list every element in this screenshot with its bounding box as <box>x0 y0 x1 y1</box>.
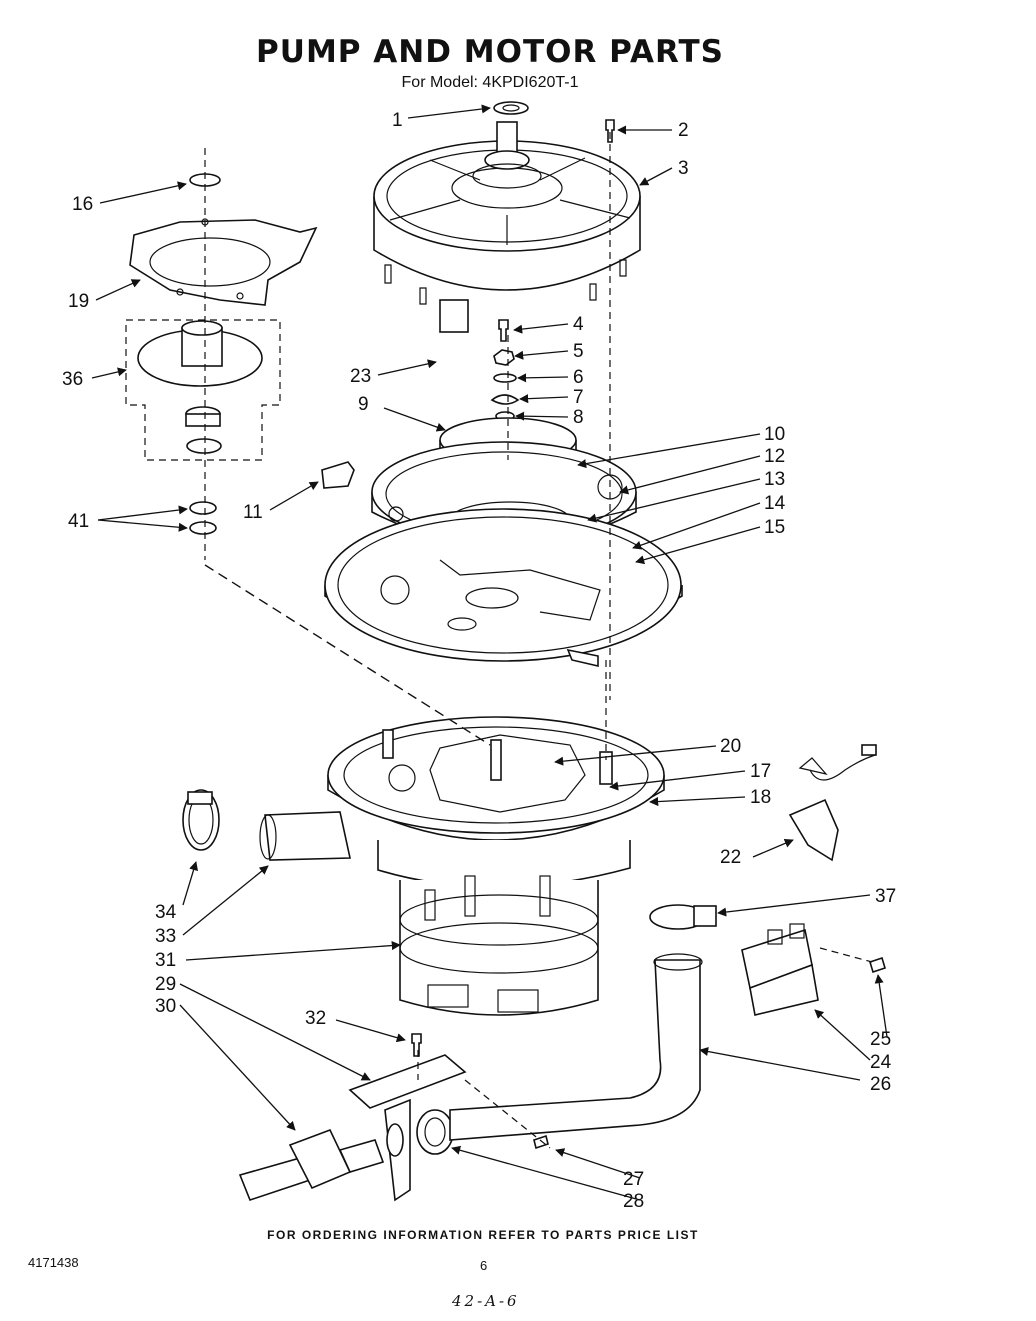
callout-25: 25 <box>870 1029 891 1050</box>
callout-19: 19 <box>68 291 89 312</box>
callout-31: 31 <box>155 950 176 971</box>
callout-15: 15 <box>764 517 785 538</box>
part-28-valve <box>386 1109 454 1157</box>
part-27-screw <box>533 1134 549 1150</box>
part-3-motor-housing <box>373 121 641 333</box>
part-5-nut <box>493 349 515 366</box>
callout-9: 9 <box>358 394 369 415</box>
part-26-drain-hose <box>449 959 701 1141</box>
callout-33: 33 <box>155 926 176 947</box>
part-32-screw <box>411 1033 422 1057</box>
document-number: 4171438 <box>28 1255 79 1270</box>
callout-1: 1 <box>392 110 403 131</box>
model-subtitle: For Model: 4KPDI620T-1 <box>401 74 579 91</box>
callout-41: 41 <box>68 511 89 532</box>
part-11-diverter <box>321 461 355 489</box>
part-6-washer <box>493 373 517 383</box>
part-19-gasket <box>129 218 318 306</box>
callout-30: 30 <box>155 996 176 1017</box>
callout-28: 28 <box>623 1191 644 1212</box>
part-7-retainer <box>490 394 520 405</box>
callout-37: 37 <box>875 886 896 907</box>
callout-14: 14 <box>764 493 786 514</box>
callout-29: 29 <box>155 974 176 995</box>
callout-34: 34 <box>155 902 177 923</box>
callout-23: 23 <box>350 366 371 387</box>
callout-8: 8 <box>573 407 584 428</box>
part-33-inlet-tube <box>264 811 351 861</box>
part-31-motor <box>377 840 631 1016</box>
callout-16: 16 <box>72 194 93 215</box>
part-14-lower-plate <box>324 508 683 668</box>
callout-12: 12 <box>764 446 785 467</box>
callout-26: 26 <box>870 1074 891 1095</box>
part-18-pump-base <box>327 716 665 841</box>
callout-36: 36 <box>62 369 83 390</box>
callout-18: 18 <box>750 787 771 808</box>
part-1-seal <box>493 101 529 115</box>
callout-6: 6 <box>573 367 584 388</box>
callout-20: 20 <box>720 736 741 757</box>
part-41-ring-a <box>189 501 217 515</box>
callout-5: 5 <box>573 341 584 362</box>
callout-2: 2 <box>678 120 689 141</box>
page-title: PUMP AND MOTOR PARTS <box>256 34 724 70</box>
part-22-thermostat <box>788 744 877 862</box>
callout-7: 7 <box>573 387 584 408</box>
callout-11: 11 <box>243 502 263 523</box>
part-41-ring-b <box>189 521 217 535</box>
part-30-fitting <box>238 1128 385 1201</box>
part-24-switch <box>741 923 819 1016</box>
page-number: 6 <box>480 1258 488 1273</box>
callout-13: 13 <box>764 469 785 490</box>
part-29-bracket <box>348 1054 467 1109</box>
part-37-clamp <box>649 904 717 930</box>
callout-24: 24 <box>870 1052 892 1073</box>
handwritten-note: 42-A-6 <box>452 1292 520 1310</box>
callout-3: 3 <box>678 158 689 179</box>
callout-32: 32 <box>305 1008 326 1029</box>
part-36-seal-assembly <box>125 319 281 461</box>
callout-17: 17 <box>750 761 771 782</box>
part-4-screw <box>498 319 509 342</box>
callout-27: 27 <box>623 1169 644 1190</box>
part-2-screw <box>605 119 615 143</box>
part-25-screw <box>869 956 886 974</box>
callout-22: 22 <box>720 847 741 868</box>
callout-10: 10 <box>764 424 785 445</box>
callout-4: 4 <box>573 314 584 335</box>
ordering-info-footer: FOR ORDERING INFORMATION REFER TO PARTS … <box>267 1228 699 1242</box>
part-34-clamp <box>182 789 220 851</box>
